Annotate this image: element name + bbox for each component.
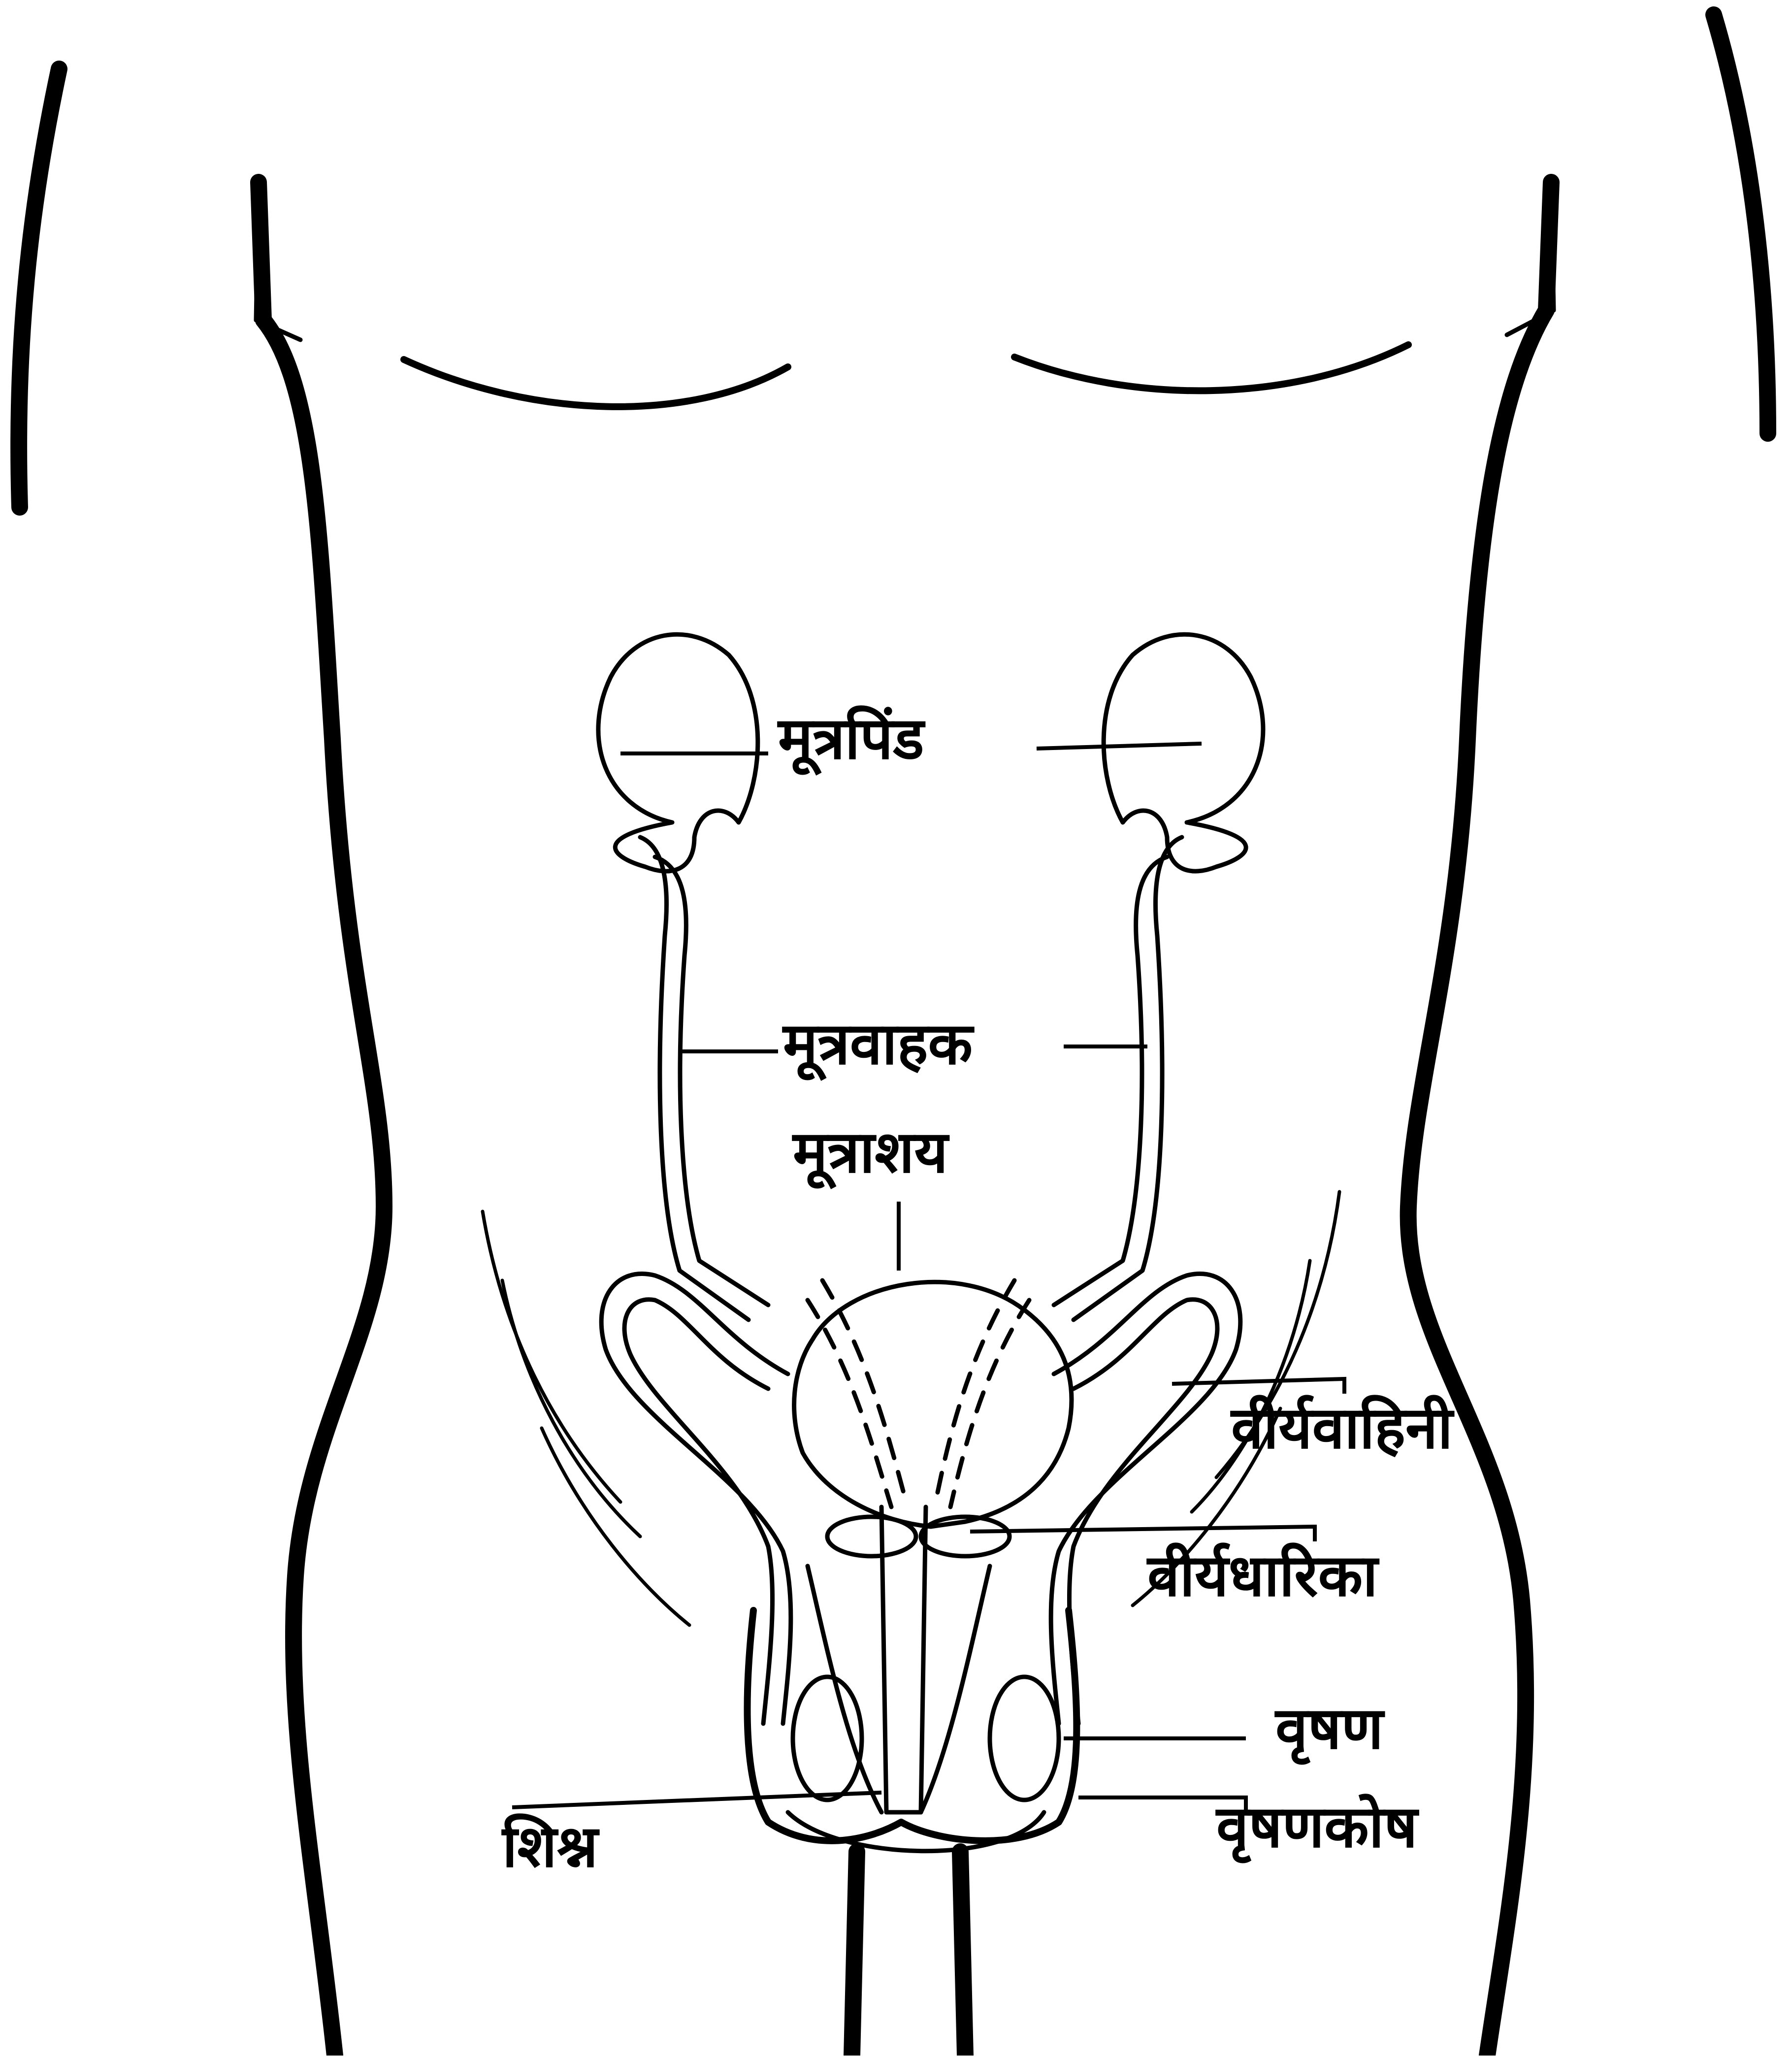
right-ejaculatory-duct xyxy=(936,1280,1014,1502)
right-hair-2 xyxy=(1192,1261,1310,1512)
right-testis xyxy=(990,1677,1059,1800)
label-seminal-vesicle: वीर्यधारिका xyxy=(1147,1546,1378,1604)
left-vas-deferens xyxy=(601,1274,791,1724)
left-arm-outline xyxy=(19,69,59,507)
left-hair-2 xyxy=(502,1280,640,1536)
label-testis: वृषण xyxy=(1275,1699,1383,1757)
scrotum xyxy=(748,1610,1077,1841)
bladder xyxy=(794,1282,1072,1527)
left-hair xyxy=(483,1211,620,1502)
label-vas-deferens: वीर्यवाहिनी xyxy=(1231,1399,1453,1457)
left-hair-3 xyxy=(542,1428,689,1625)
leader-vas-deferens xyxy=(1172,1379,1344,1394)
leader-seminal-vesicle xyxy=(970,1527,1315,1541)
right-vas-deferens-inner xyxy=(1069,1300,1217,1724)
label-scrotum: वृषणकोष xyxy=(1216,1797,1418,1856)
penis-shaft-right xyxy=(921,1566,990,1812)
left-thigh xyxy=(852,1852,857,2056)
torso-left-outline xyxy=(259,182,384,2056)
label-kidney: मूत्रपिंड xyxy=(778,709,924,767)
label-bladder: मूत्राशय xyxy=(793,1123,948,1181)
right-arm-outline xyxy=(1714,15,1768,433)
right-ejaculatory-duct-inner xyxy=(950,1300,1029,1507)
right-thigh xyxy=(960,1852,965,2056)
right-chest-curve xyxy=(1014,345,1408,391)
right-vas-deferens xyxy=(1051,1274,1240,1724)
left-chest-curve xyxy=(404,359,788,407)
label-ureter: मूत्रवाहक xyxy=(783,1014,973,1073)
left-seminal-vesicle xyxy=(827,1517,916,1556)
label-penis: शिश्न xyxy=(502,1817,598,1875)
torso-right-outline xyxy=(1408,182,1551,2056)
leader-kidney-right xyxy=(1037,744,1202,749)
penis-shaft-left xyxy=(808,1566,881,1812)
